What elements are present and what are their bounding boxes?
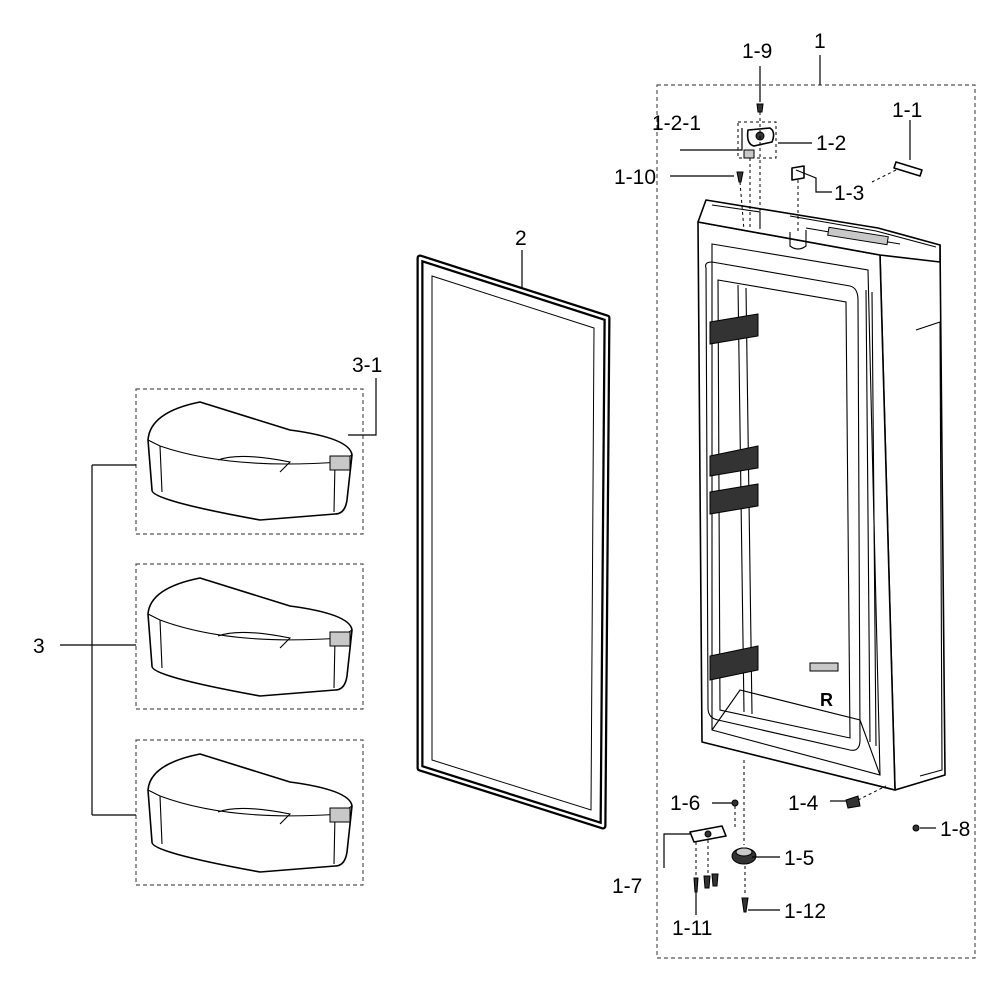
part-1-8-screw [912, 824, 920, 832]
part-1-6-screw [731, 799, 739, 807]
door-bin-1 [147, 401, 353, 521]
label-part-1-3: 1-3 [834, 182, 864, 205]
door-bins-group [135, 388, 364, 886]
door-bin-3 [147, 753, 353, 873]
door-gasket [416, 254, 611, 830]
label-part-1: 1 [814, 30, 826, 53]
part-1-11-screw [693, 877, 699, 893]
part-1-12-screw [741, 897, 749, 913]
label-part-1-4: 1-4 [788, 792, 819, 815]
door-assembly-group [656, 84, 976, 959]
door-bin-2 [147, 577, 353, 697]
part-1-4-part [845, 795, 861, 809]
part-1-3-cap [791, 165, 805, 181]
label-part-1-9: 1-9 [742, 40, 772, 63]
label-part-1-8: 1-8 [940, 818, 970, 841]
part-1-10-screw [736, 171, 744, 183]
label-part-1-7: 1-7 [612, 875, 642, 898]
part-1-9-screw [756, 103, 764, 113]
part-1-2-1-bushing [743, 149, 755, 159]
label-part-1-2: 1-2 [816, 132, 846, 155]
door-body [697, 199, 946, 791]
label-part-2: 2 [515, 227, 527, 250]
door-side-mark: R [820, 690, 833, 710]
part-labels: 1 1-9 1-1 1-2-1 1-2 1-10 1-3 2 3-1 3 1-6… [33, 30, 970, 940]
label-part-1-11: 1-11 [672, 917, 712, 940]
label-part-3: 3 [33, 635, 45, 658]
bin-box-1 [135, 388, 364, 535]
label-part-1-10: 1-10 [614, 166, 656, 189]
label-part-1-12: 1-12 [784, 900, 826, 923]
hinge-bottom-parts [689, 760, 920, 913]
bin-box-2 [135, 563, 364, 710]
hinge-top-parts [736, 103, 923, 232]
bin-box-3 [135, 739, 364, 886]
label-part-3-1: 3-1 [352, 354, 382, 377]
part-1-1-cover [893, 161, 923, 177]
label-part-1-1: 1-1 [892, 99, 922, 122]
label-part-1-5: 1-5 [784, 847, 814, 870]
leader-lines [60, 55, 936, 915]
label-part-1-6: 1-6 [670, 792, 700, 815]
label-part-1-2-1: 1-2-1 [652, 112, 701, 135]
